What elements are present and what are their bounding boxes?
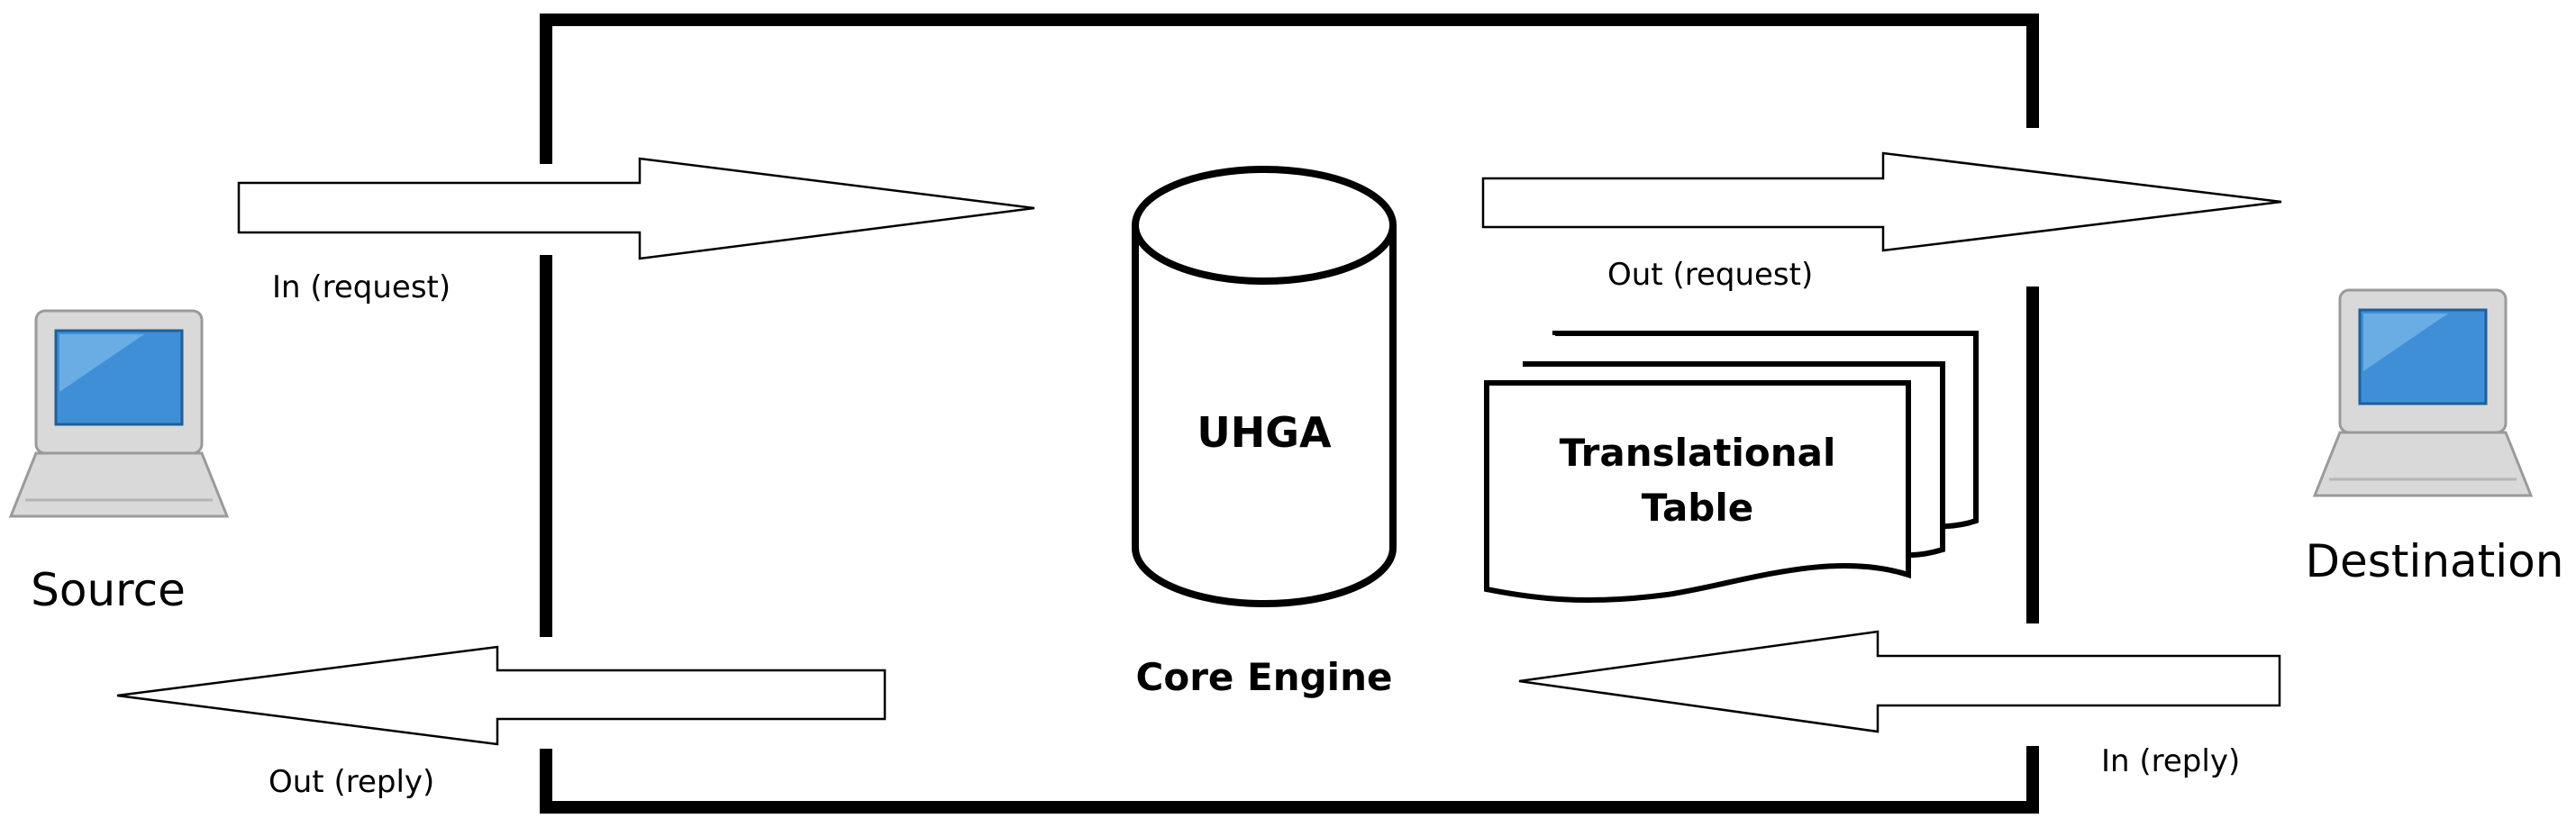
arrow-out-request xyxy=(1481,151,2282,252)
stacked-documents-icon xyxy=(1484,331,1979,603)
database-cylinder-icon xyxy=(1132,166,1397,607)
label-in-reply: In (reply) xyxy=(2101,743,2240,779)
arrow-out-reply xyxy=(116,645,887,746)
label-uhga: UHGA xyxy=(1197,408,1332,457)
system-boundary xyxy=(540,14,2039,814)
label-core-engine: Core Engine xyxy=(1136,655,1393,699)
label-translational: Translational xyxy=(1560,431,1836,475)
arrow-in-request xyxy=(237,157,1035,260)
label-table: Table xyxy=(1642,486,1754,530)
destination-laptop-icon xyxy=(2312,288,2534,497)
label-out-request: Out (request) xyxy=(1607,257,1813,293)
label-destination: Destination xyxy=(2306,535,2564,587)
label-out-reply: Out (reply) xyxy=(269,764,434,800)
label-source: Source xyxy=(31,564,186,616)
label-in-request: In (request) xyxy=(272,269,451,305)
source-laptop-icon xyxy=(8,309,230,518)
arrow-in-reply xyxy=(1518,630,2281,733)
document-front xyxy=(1484,380,1911,603)
